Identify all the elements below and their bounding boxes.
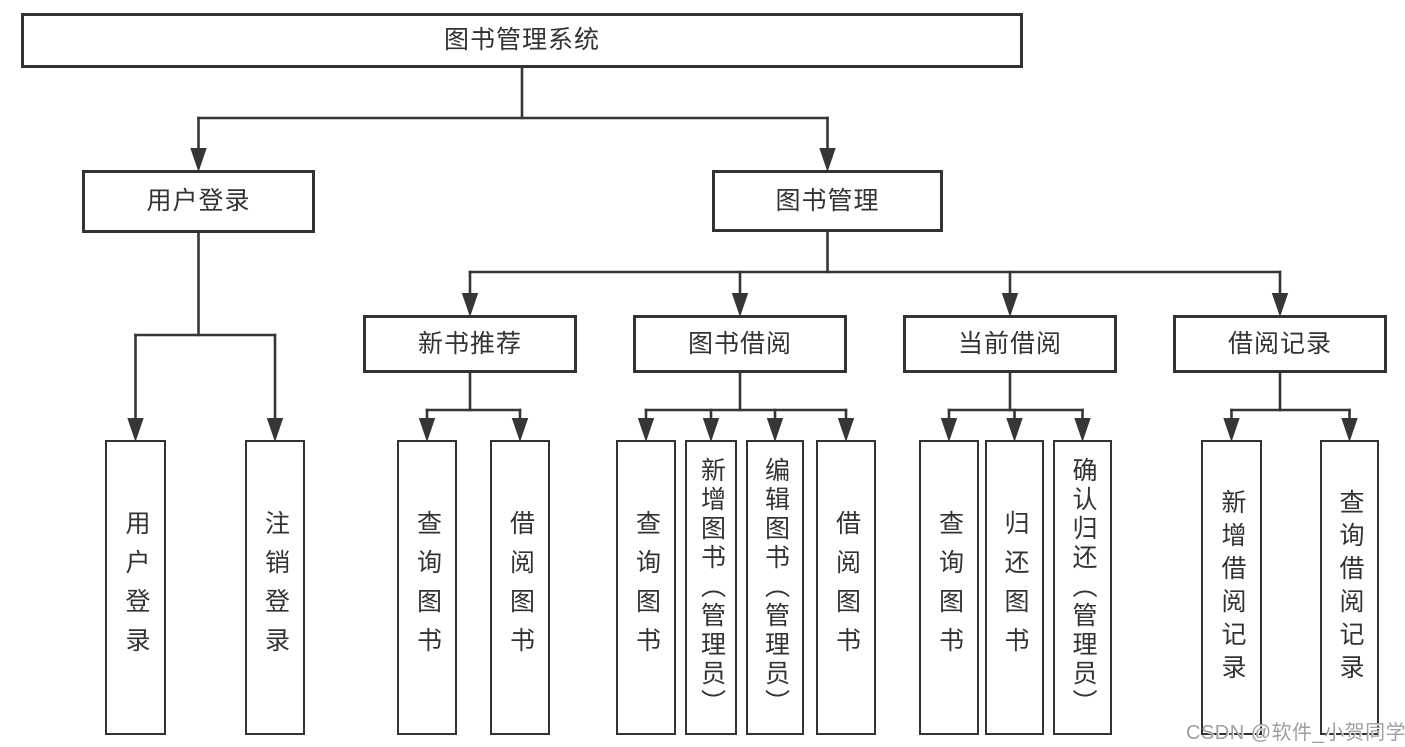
node-query-books-3: 查询图书 [919,440,979,735]
node-label-query-books-3: 查询图书 [935,509,964,666]
edge-current-borrowing [940,371,1091,442]
node-query-borrow-record: 查询借阅记录 [1320,440,1379,735]
node-label-query-borrow-record: 查询借阅记录 [1336,488,1364,687]
arrowhead-icon [418,418,436,442]
node-label-edit-books-admin: 编辑图书（管理员） [761,457,790,718]
node-label-borrow-books-2: 借阅图书 [832,509,861,666]
node-label-user-login: 用户登录 [146,187,251,215]
edge-new-book-recommend [418,371,529,442]
node-return-books: 归还图书 [985,440,1044,735]
arrowhead-icon [1223,418,1240,442]
arrowhead-icon [266,418,284,442]
node-label-add-books-admin: 新增图书（管理员） [697,457,726,718]
node-logout-action: 注销登录 [245,440,305,735]
node-user-login: 用户登录 [82,170,315,233]
node-current-borrowing: 当前借阅 [903,315,1117,373]
node-label-borrowing-records: 借阅记录 [1227,329,1332,358]
arrowhead-icon [1271,293,1289,317]
arrowhead-icon [702,418,720,442]
node-add-books-admin: 新增图书（管理员） [685,440,737,735]
edge-book-management [461,230,1289,317]
edge-borrowing-records [1223,371,1358,442]
node-label-return-books: 归还图书 [1001,509,1029,666]
node-edit-books-admin: 编辑图书（管理员） [746,440,804,735]
node-label-root: 图书管理系统 [443,26,600,54]
arrowhead-icon [940,418,958,442]
arrowhead-icon [127,418,144,442]
node-label-confirm-return-admin: 确认归还（管理员） [1069,457,1097,718]
node-label-user-login-action: 用户登录 [122,509,150,666]
edge-user-login [127,231,284,442]
node-label-book-borrowing: 图书借阅 [687,329,792,358]
node-borrowing-records: 借阅记录 [1173,315,1387,373]
node-label-add-borrow-record: 新增借阅记录 [1218,488,1246,687]
node-borrow-books-1: 借阅图书 [490,440,550,735]
arrowhead-icon [1074,418,1091,442]
arrowhead-icon [766,418,784,442]
edge-root [190,66,836,172]
arrowhead-icon [1006,418,1023,442]
arrowhead-icon [511,418,529,442]
node-root: 图书管理系统 [21,13,1023,68]
arrowhead-icon [461,293,479,317]
arrowhead-icon [731,293,749,317]
node-label-query-books-2: 查询图书 [632,509,661,666]
node-label-query-books-1: 查询图书 [413,509,442,666]
node-query-books-1: 查询图书 [397,440,457,735]
edge-book-borrowing [637,371,855,442]
arrowhead-icon [190,148,207,172]
watermark-text: CSDN @软件_小贺同学 [1186,722,1405,744]
node-label-new-book-recommend: 新书推荐 [417,329,522,358]
arrowhead-icon [837,418,855,442]
node-new-book-recommend: 新书推荐 [363,315,577,373]
node-user-login-action: 用户登录 [105,440,166,735]
node-confirm-return-admin: 确认归还（管理员） [1053,440,1112,735]
arrowhead-icon [1001,293,1019,317]
node-query-books-2: 查询图书 [616,440,676,735]
node-label-book-management: 图书管理 [775,186,880,215]
node-label-logout-action: 注销登录 [261,509,290,666]
arrowhead-icon [819,148,836,172]
node-book-management: 图书管理 [712,170,943,232]
node-add-borrow-record: 新增借阅记录 [1201,440,1262,735]
arrowhead-icon [637,418,655,442]
node-book-borrowing: 图书借阅 [633,315,847,373]
node-label-borrow-books-1: 借阅图书 [506,509,535,666]
node-label-current-borrowing: 当前借阅 [957,329,1062,358]
arrowhead-icon [1341,418,1358,442]
node-borrow-books-2: 借阅图书 [816,440,876,735]
